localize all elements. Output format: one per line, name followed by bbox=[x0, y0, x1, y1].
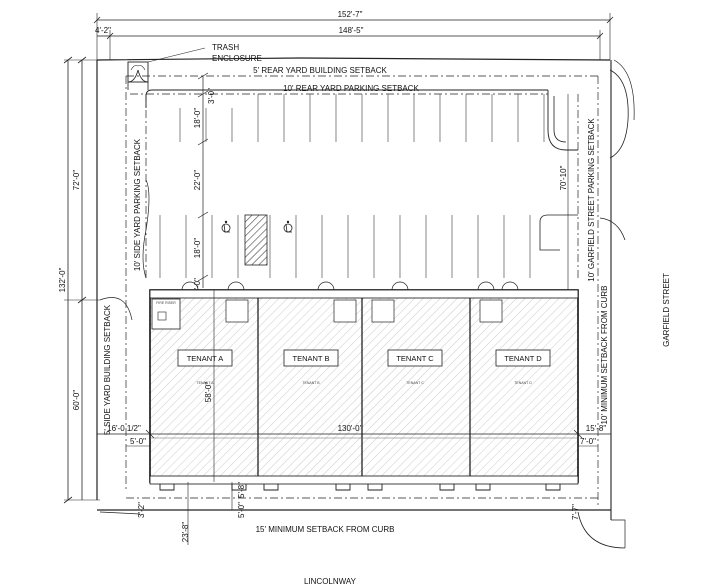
left-dimensions: 72'-0" 132'-0" 60'-0" 10' SIDE YARD PARK… bbox=[58, 56, 142, 504]
tenant-c-label: TENANT C bbox=[396, 354, 434, 363]
dim-right-top: 70'-10" bbox=[559, 165, 568, 190]
dim-lot-depth: 132'-0" bbox=[58, 267, 67, 292]
dim-left-side: 16'-0 1/2" bbox=[107, 424, 141, 433]
dim-bottom-right-small: 7'-7" bbox=[571, 504, 580, 520]
dim-drive-aisle: 22'-0" bbox=[193, 170, 202, 191]
dim-front-setback: 23'-8" bbox=[181, 522, 190, 543]
tenant-d-label: TENANT D bbox=[504, 354, 542, 363]
accessible-parking-icon bbox=[283, 220, 293, 233]
tenant-b-label: TENANT B bbox=[293, 354, 330, 363]
dim-overall-width: 152'-7" bbox=[338, 10, 363, 19]
right-dimensions: 70'-10" 10' GARFIELD STREET PARKING SETB… bbox=[559, 94, 609, 424]
parking-top bbox=[179, 94, 545, 142]
rear-building-setback: 5' REAR YARD BUILDING SETBACK bbox=[253, 66, 387, 75]
front-min-setback-label: 15' MINIMUM SETBACK FROM CURB bbox=[256, 525, 395, 534]
building: FIRE RISER TENANT A TENANT A TENANT B TE… bbox=[149, 281, 579, 491]
dim-front-gap: 6'-0" bbox=[193, 278, 202, 294]
tenant-c-note: TENANT C bbox=[406, 381, 424, 385]
accessible-parking-icon bbox=[221, 220, 231, 233]
dim-inner-width: 148'-5" bbox=[339, 26, 364, 35]
street-lincolnway: LINCOLNWAY bbox=[304, 577, 357, 586]
top-dimensions: 152'-7" 148'-5" 4'-2" bbox=[93, 10, 614, 60]
dim-stall-bottom: 18'-0" bbox=[193, 238, 202, 259]
tenant-a-label: TENANT A bbox=[187, 354, 224, 363]
garfield-parking-setback-label: 10' GARFIELD STREET PARKING SETBACK bbox=[587, 118, 596, 282]
dim-stall-top: 18'-0" bbox=[193, 108, 202, 129]
side-building-setback-label: 5' SIDE YARD BUILDING SETBACK bbox=[103, 304, 112, 435]
street-garfield: GARFIELD STREET bbox=[662, 273, 671, 347]
property-lines bbox=[96, 57, 612, 520]
side-parking-setback-label: 10' SIDE YARD PARKING SETBACK bbox=[133, 138, 142, 271]
fire-riser-label: FIRE RISER bbox=[156, 301, 176, 305]
tenant-a-note: TENANT A bbox=[196, 381, 214, 385]
dim-right-side: 15'-8" bbox=[586, 424, 607, 433]
dim-walk-b: 5'-8" bbox=[237, 482, 246, 498]
trash-enclosure: TRASH ENCLOSURE bbox=[127, 43, 262, 83]
width-dimensions: 130'-0" 16'-0 1/2" 15'-8" 5'-0" 7'-0" bbox=[97, 424, 611, 447]
dim-left-offset: 4'-2" bbox=[95, 26, 111, 35]
curbs bbox=[99, 59, 635, 549]
tenant-b-note: TENANT B bbox=[302, 381, 320, 385]
dim-building-depth: 58'-0" bbox=[204, 382, 213, 403]
dim-lower-left: 60'-0" bbox=[72, 390, 81, 411]
drive-dimensions: 3'-0" 18'-0" 22'-0" 18'-0" 6'-0" bbox=[193, 72, 216, 294]
dim-right-offset-small: 7'-0" bbox=[580, 437, 596, 446]
rear-parking-setback: 10' REAR YARD PARKING SETBACK bbox=[283, 84, 419, 93]
building-depth-dimension: 58'-0" bbox=[204, 290, 215, 482]
parking-bottom bbox=[159, 214, 531, 278]
dim-left-offset-small: 5'-0" bbox=[130, 437, 146, 446]
accessible-aisle bbox=[244, 214, 268, 266]
dim-upper-left: 72'-0" bbox=[72, 170, 81, 191]
dim-bottom-left-small: 3'-2" bbox=[137, 502, 146, 518]
tenant-d-note: TENANT D bbox=[514, 381, 532, 385]
trash-label-1: TRASH bbox=[212, 43, 239, 52]
bottom-dimensions: 3'-2" 5'-0" 5'-8" 23'-8" 7'-7" 15' MINIM… bbox=[137, 482, 580, 545]
garfield-min-setback-label: 10' MINIMUM SETBACK FROM CURB bbox=[600, 286, 609, 425]
dim-rear-buffer: 3'-0" bbox=[207, 88, 216, 104]
dim-walk-a: 5'-0" bbox=[237, 502, 246, 518]
dim-building-width: 130'-0" bbox=[338, 424, 363, 433]
trash-label-2: ENCLOSURE bbox=[212, 54, 262, 63]
